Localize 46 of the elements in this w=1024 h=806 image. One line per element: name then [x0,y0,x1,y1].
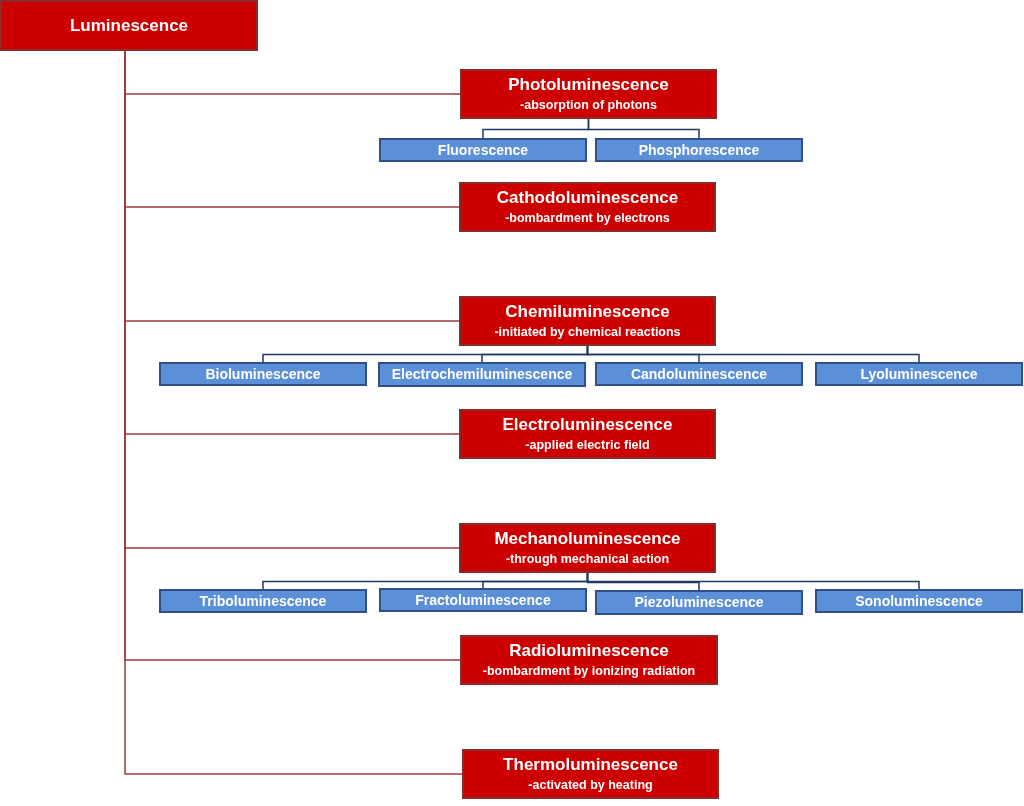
connector-line [587,118,700,139]
box-subtitle: -initiated by chemical reactions [494,325,681,341]
box-label: Phosphorescence [638,140,760,160]
box-subtitle: -bombardment by ionizing radiation [482,664,696,680]
subtype-box [595,362,803,386]
subtype-box [159,589,367,613]
box-title: Electroluminescence [502,414,673,436]
box-label: Sonoluminescence [855,591,983,611]
subtype-box [379,138,587,162]
category-box [459,296,716,346]
box-title: Cathodoluminescence [496,187,679,209]
category-box [460,635,718,685]
connector-line [586,345,920,363]
subtype-box [595,138,803,162]
box-title: Chemiluminescence [505,301,670,323]
box-label: Electrochemiluminescence [391,365,573,384]
box-title: Radioluminescence [509,640,669,662]
category-box [462,749,719,799]
box-label: Fractoluminescence [415,590,551,610]
subtype-box [378,362,586,387]
box-label: Fluorescence [437,140,529,160]
category-box [459,182,716,232]
box-label: Lyoluminescence [860,364,978,384]
subtype-box [815,362,1023,386]
category-box [459,523,716,573]
box-label: Triboluminescence [199,591,327,611]
subtype-box [159,362,367,386]
category-box [460,69,717,119]
box-title: Photoluminescence [508,74,669,96]
root-box [0,0,258,51]
box-subtitle: -bombardment by electrons [505,211,670,227]
box-label: Candoluminescence [630,364,768,384]
subtype-box [595,590,803,615]
box-subtitle: -activated by heating [528,778,653,794]
box-title: Mechanoluminescence [494,528,681,550]
category-box [459,409,716,459]
box-label: Piezoluminescence [634,593,764,612]
subtype-box [815,589,1023,613]
box-label: Bioluminescence [205,364,321,384]
box-subtitle: -absorption of photons [520,98,657,114]
box-title: Thermoluminescence [503,754,678,776]
box-title: Luminescence [69,14,189,37]
subtype-box [379,588,587,612]
connector-line [586,572,920,590]
box-subtitle: -through mechanical action [505,552,670,568]
box-subtitle: -applied electric field [525,438,650,454]
